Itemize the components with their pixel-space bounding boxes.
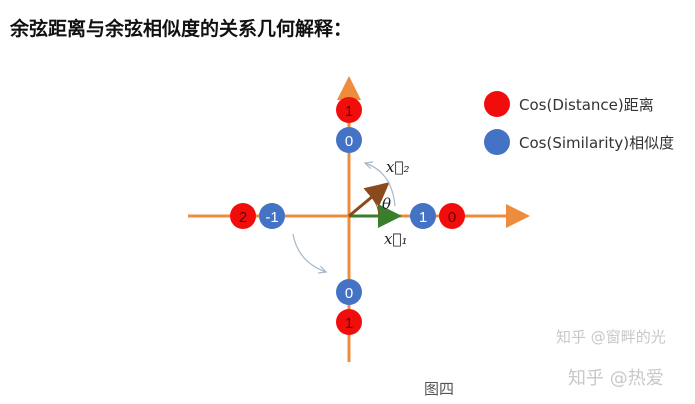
- legend-distance-swatch: [484, 91, 510, 117]
- vector-x2: [348, 182, 390, 218]
- rotation-arrow-bottom: [292, 233, 326, 272]
- point-right-similarity: 1: [419, 209, 427, 226]
- point-top-distance: 1: [345, 103, 353, 120]
- legend-similarity-swatch: [484, 129, 510, 155]
- point-bottom-distance: 1: [345, 315, 353, 332]
- point-bottom-similarity: 0: [345, 285, 353, 302]
- watermark-1: 知乎 @窗畔的光: [556, 328, 666, 346]
- point-left-similarity: -1: [265, 209, 278, 226]
- figure-caption: 图四: [424, 380, 455, 398]
- legend-similarity-label: Cos(Similarity)相似度: [519, 134, 675, 152]
- label-x1: x⃗₁: [384, 230, 407, 248]
- watermark-2: 知乎 @热爱: [568, 368, 664, 389]
- label-x2: x⃗₂: [386, 158, 409, 176]
- point-top-similarity: 0: [345, 133, 353, 150]
- rotation-arrow-top: [365, 163, 396, 207]
- page-title: 余弦距离与余弦相似度的关系几何解释：: [10, 18, 353, 40]
- point-right-distance: 0: [448, 209, 456, 226]
- angle-arc: [372, 198, 380, 217]
- label-theta: θ: [382, 195, 391, 213]
- legend-distance-label: Cos(Distance)距离: [519, 96, 654, 114]
- point-left-distance: 2: [239, 209, 247, 226]
